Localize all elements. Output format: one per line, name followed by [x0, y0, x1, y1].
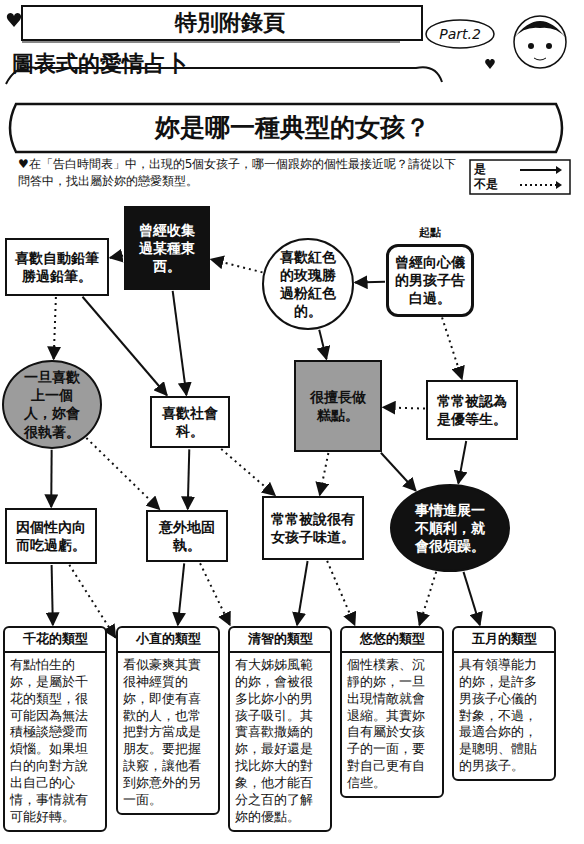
girl-face — [514, 16, 566, 68]
result-body: 具有領導能力的妳，是許多男孩子心儀的對象，不過，最適合妳的，是聰明、體貼的男孩子… — [454, 653, 554, 779]
girl-hair — [514, 21, 566, 38]
node-text: 事情進展一不順利，就會很煩躁。 — [410, 501, 490, 556]
header-text: 特別附錄頁 — [60, 9, 400, 37]
result-box: 五月的類型具有領導能力的妳，是許多男孩子心儀的對象，不過，最適合妳的，是聰明、體… — [452, 626, 556, 781]
no-arrow — [86, 438, 159, 509]
result-heading: 清智的類型 — [230, 628, 330, 653]
node-text: 喜歡社會科。 — [158, 404, 222, 440]
result-box: 悠悠的類型個性樸素、沉靜的妳，一旦出現情敵就會退縮。其實妳自有屬於女孩子的一面，… — [340, 626, 444, 798]
node-text: 很擅長做糕點。 — [304, 388, 372, 424]
no-arrow — [54, 297, 56, 359]
intro-note: ♥在「告白時間表」中，出現的5個女孩子，哪一個跟妳的個性最接近呢？請從以下問答中… — [18, 156, 458, 190]
yes-arrow — [52, 565, 53, 625]
header-rule — [22, 42, 400, 43]
girl-mouth — [534, 58, 546, 60]
result-heading: 千花的類型 — [5, 628, 105, 653]
result-box: 清智的類型有大姊姊風範的妳，會被很多比妳小的男孩子吸引。其實喜歡撒嬌的妳，最好還… — [228, 626, 332, 832]
yes-arrow — [297, 561, 308, 625]
question-box: 因個性內向而吃過虧。 — [5, 508, 97, 564]
heart-icon — [485, 59, 495, 69]
no-arrow — [442, 318, 462, 380]
legend-arrowhead — [556, 181, 562, 189]
no-arrow — [110, 256, 123, 258]
part-number: Part.2 — [432, 24, 488, 44]
node-text: 常常被認為是優等生。 — [434, 392, 510, 428]
node-text: 曾經向心儀的男孩子告白過。 — [395, 253, 465, 308]
question-ellipse: 一旦喜歡上一個人，妳會很執著。 — [2, 360, 102, 449]
yes-arrow — [188, 449, 190, 509]
legend-text: 不是 — [474, 177, 518, 192]
yes-arrow — [458, 441, 466, 483]
yes-arrow — [50, 450, 52, 507]
question-box: 喜歡社會科。 — [150, 396, 230, 448]
node-text: 一旦喜歡上一個人，妳會很執著。 — [19, 368, 85, 441]
question-box: 喜歡自動鉛筆勝過鉛筆。 — [5, 238, 109, 296]
question-circle: 喜歡紅色的玫瑰勝過粉紅色的。 — [262, 238, 354, 330]
result-heading: 五月的類型 — [454, 628, 554, 653]
no-arrow — [419, 572, 436, 625]
yes-arrow — [381, 453, 416, 491]
question-ellipse: 事情進展一不順利，就會很煩躁。 — [390, 484, 510, 572]
girl-eye — [528, 43, 534, 49]
result-body: 個性樸素、沉靜的妳，一旦出現情敵就會退縮。其實妳自有屬於女孩子的一面，要對自己更… — [342, 653, 442, 796]
legend-text: 是 — [474, 162, 518, 177]
yes-arrow — [83, 297, 167, 395]
heart-icon — [7, 13, 21, 27]
girl-eye — [546, 43, 552, 49]
question-box: 常常被認為是優等生。 — [426, 380, 518, 440]
node-text: 常常被說很有女孩子味道。 — [270, 510, 356, 546]
legend-dotted-sample — [520, 184, 560, 186]
result-heading: 悠悠的類型 — [342, 628, 442, 653]
no-arrow — [221, 449, 275, 495]
legend-solid-sample — [520, 169, 560, 171]
question-box: 很擅長做糕點。 — [294, 360, 382, 452]
no-arrow — [383, 407, 425, 408]
legend-frame — [470, 160, 570, 194]
result-body: 有點怕生的妳，是屬於千花的類型，很可能因為無法積極談戀愛而煩惱。如果坦白的向對方… — [5, 653, 105, 830]
node-text: 因個性內向而吃過虧。 — [13, 518, 89, 554]
question-box: 曾經收集過某種東西。 — [124, 206, 210, 290]
subtitle: 圖表式的愛情占卜 — [12, 50, 432, 78]
node-text: 意外地固執。 — [154, 518, 220, 554]
yes-arrow — [355, 281, 385, 284]
node-text: 曾經收集過某種東西。 — [134, 221, 200, 276]
no-arrow — [320, 453, 329, 495]
no-arrow — [211, 259, 262, 272]
no-arrow — [327, 561, 355, 625]
yes-arrow — [178, 563, 184, 625]
start-box: 曾經向心儀的男孩子告白過。 — [386, 244, 474, 317]
result-box: 小直的類型看似豪爽其實很神經質的妳，即使有喜歡的人，也常把對方當成是朋友。要把握… — [116, 626, 220, 815]
node-text: 喜歡紅色的玫瑰勝過粉紅色的。 — [278, 248, 338, 321]
yes-arrow — [319, 330, 326, 359]
result-box: 千花的類型有點怕生的妳，是屬於千花的類型，很可能因為無法積極談戀愛而煩惱。如果坦… — [3, 626, 107, 832]
part-badge — [426, 20, 494, 48]
yes-arrow — [463, 572, 479, 625]
question-box: 常常被說很有女孩子味道。 — [262, 496, 364, 560]
question-box: 意外地固執。 — [146, 510, 228, 562]
yes-arrow — [173, 291, 187, 395]
result-body: 看似豪爽其實很神經質的妳，即使有喜歡的人，也常把對方當成是朋友。要把握訣竅，讓他… — [118, 653, 218, 813]
diagram-title: 妳是哪一種典型的女孩？ — [20, 110, 564, 146]
header-band — [22, 6, 422, 40]
result-heading: 小直的類型 — [118, 628, 218, 653]
start-marker: 起點 — [408, 226, 452, 240]
result-body: 有大姊姊風範的妳，會被很多比妳小的男孩子吸引。其實喜歡撒嬌的妳，最好還是找比妳大… — [230, 653, 330, 830]
no-arrow — [200, 563, 230, 625]
legend-arrowhead — [556, 166, 562, 174]
node-text: 喜歡自動鉛筆勝過鉛筆。 — [13, 249, 101, 285]
